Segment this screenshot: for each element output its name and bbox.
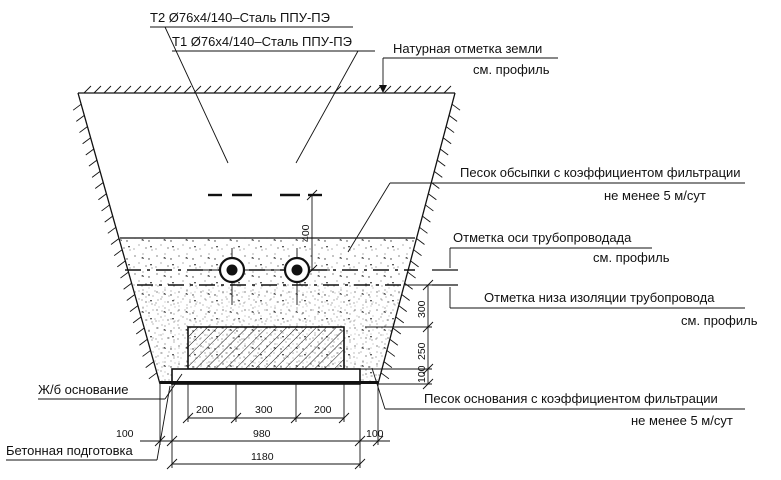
pipe-t2 — [200, 248, 264, 305]
dim-400: 400 — [300, 189, 318, 276]
rc-base-text: Ж/б основание — [38, 382, 128, 397]
sand-fill-label: Песок обсыпки с коэффициентом фильтрации… — [347, 165, 745, 253]
t1-label: Т1 Ø76x4/140–Сталь ППУ-ПЭ — [172, 34, 375, 164]
dim-100l-text: 100 — [116, 428, 134, 440]
concrete-text: Бетонная подготовка — [6, 443, 133, 458]
t2-label: Т2 Ø76x4/140–Сталь ППУ-ПЭ — [150, 10, 353, 164]
dim-980-text: 980 — [253, 428, 271, 440]
rc-base-block — [187, 326, 345, 370]
dim-1180-text: 1180 — [251, 451, 274, 463]
ground-label-line1: Натурная отметка земли — [393, 41, 542, 56]
t1-label-text: Т1 Ø76x4/140–Сталь ППУ-ПЭ — [172, 34, 352, 49]
sand-base-line2: не менее 5 м/сут — [631, 413, 733, 428]
sand-base-label: Песок основания с коэффициентом фильтрац… — [371, 367, 745, 428]
dim-400-text: 400 — [300, 224, 312, 242]
ground-label-line2: см. профиль — [473, 62, 550, 77]
dim-200a-text: 200 — [196, 404, 214, 416]
dim-row-top: 200 300 200 — [182, 384, 350, 424]
axis-label-line2: см. профиль — [593, 250, 670, 265]
axis-mark-label: Отметка оси трубопроводада см. профиль — [432, 230, 670, 286]
dim-row-bottom: 1180 — [166, 451, 366, 470]
dim-row-middle: 100 980 100 — [116, 384, 390, 468]
t2-label-text: Т2 Ø76x4/140–Сталь ППУ-ПЭ — [150, 10, 330, 25]
concrete-preparation — [160, 368, 378, 385]
sand-base-line1: Песок основания с коэффициентом фильтрац… — [424, 391, 718, 406]
level-lines — [125, 269, 415, 286]
dim-100v-text: 100 — [416, 365, 428, 383]
sand-fill-line2: не менее 5 м/сут — [604, 188, 706, 203]
bottom-label-line1: Отметка низа изоляции трубопровода — [484, 290, 715, 305]
dim-vertical-chain: 300 250 100 — [360, 279, 434, 390]
bottom-label-line2: см. профиль — [681, 313, 758, 328]
axis-label-line1: Отметка оси трубопроводада — [453, 230, 632, 245]
trench-walls — [72, 92, 461, 385]
sand-fill-line1: Песок обсыпки с коэффициентом фильтрации — [460, 165, 741, 180]
rc-base-label: Ж/б основание — [38, 373, 183, 400]
ground-mark-label: Натурная отметка земли см. профиль — [379, 41, 558, 93]
ground-surface — [78, 85, 455, 94]
dim-300v-text: 300 — [416, 300, 428, 318]
dim-100r-text: 100 — [366, 428, 384, 440]
pipe-t1 — [265, 248, 330, 305]
bottom-mark-label: Отметка низа изоляции трубопровода см. п… — [449, 287, 758, 328]
dim-250-text: 250 — [416, 342, 428, 360]
concrete-label: Бетонная подготовка — [6, 385, 171, 461]
dim-300h-text: 300 — [255, 404, 273, 416]
dim-200b-text: 200 — [314, 404, 332, 416]
